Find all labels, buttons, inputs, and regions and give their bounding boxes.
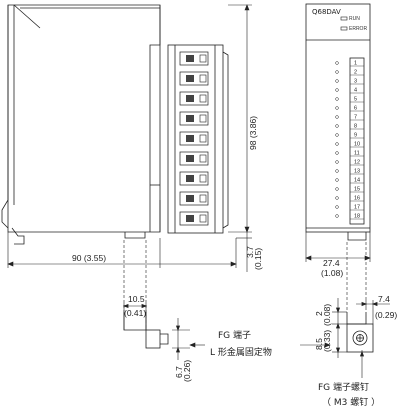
front-terminal: 8 xyxy=(335,124,364,130)
front-terminal: 2 xyxy=(335,70,364,76)
front-terminal: 17 xyxy=(335,205,364,211)
terminal-number: 11 xyxy=(354,151,360,157)
run-led-label: RUN xyxy=(349,16,360,22)
side-height-label: 98 (3.86) xyxy=(248,116,258,150)
terminal-number: 1 xyxy=(354,61,357,67)
model-name: Q68DAV xyxy=(312,8,341,16)
side-width-label: 90 (3.55) xyxy=(72,253,106,263)
front-terminal: 12 xyxy=(335,160,364,166)
terminal-number: 14 xyxy=(354,178,360,184)
fg-bracket-detail xyxy=(122,303,190,360)
bottom-dim-label: 3.7 xyxy=(245,246,255,258)
screw-dim-a-inch-label: (0.08) xyxy=(322,304,332,326)
front-terminal: 1 xyxy=(335,61,364,67)
terminal-number: 17 xyxy=(354,205,360,211)
side-terminal xyxy=(179,151,209,166)
side-terminal xyxy=(179,171,209,186)
terminal-number: 16 xyxy=(354,196,360,202)
front-terminal: 11 xyxy=(335,151,364,157)
side-terminal xyxy=(179,71,209,86)
bottom-dim-inch-label: (0.15) xyxy=(253,248,263,270)
screw-dim-c-inch-label: (0.33) xyxy=(322,330,332,352)
bracket-height-label: 6.7 xyxy=(174,366,184,378)
side-view xyxy=(1,4,229,245)
terminal-number: 4 xyxy=(354,88,357,94)
front-terminal: 9 xyxy=(335,133,364,139)
front-terminal: 18 xyxy=(335,214,364,220)
fg-terminal-label: FG 端子 xyxy=(218,329,251,341)
side-terminal xyxy=(179,91,209,106)
terminal-number: 12 xyxy=(354,160,360,166)
terminal-number: 18 xyxy=(354,214,360,220)
front-width-label: 27.4 xyxy=(323,258,340,268)
terminal-number: 10 xyxy=(354,142,360,148)
l-bracket-label: L 形金属固定物 xyxy=(210,346,272,358)
terminal-number: 13 xyxy=(354,169,360,175)
front-terminal: 5 xyxy=(335,97,364,103)
front-terminal: 3 xyxy=(335,79,364,85)
terminal-number: 6 xyxy=(354,106,357,112)
terminal-number: 5 xyxy=(354,97,357,103)
front-terminal: 4 xyxy=(335,88,364,94)
front-terminal: 14 xyxy=(335,178,364,184)
front-terminal: 13 xyxy=(335,169,364,175)
error-led xyxy=(340,26,348,31)
side-terminal xyxy=(179,191,209,206)
front-terminal: 15 xyxy=(335,187,364,193)
side-terminal xyxy=(179,51,209,66)
run-led xyxy=(340,16,348,21)
side-terminal xyxy=(179,131,209,146)
screw-dim-c-label: 8.5 xyxy=(314,338,324,350)
side-terminal xyxy=(179,211,209,226)
terminal-number: 7 xyxy=(354,115,357,121)
bracket-height-inch-label: (0.26) xyxy=(182,360,192,382)
screw-dim-a-label: 2 xyxy=(314,311,324,316)
side-width-dimension xyxy=(7,232,237,268)
fg-screw-label: FG 端子螺钉 xyxy=(318,381,369,393)
screw-dim-b-inch-label: (0.29) xyxy=(375,310,397,320)
front-terminal: 7 xyxy=(335,115,364,121)
side-view-terminals xyxy=(179,51,209,226)
side-height-dimension xyxy=(228,4,252,272)
screw-dim-b-label: 7.4 xyxy=(378,294,390,304)
bracket-width-inch-label: (0.41) xyxy=(124,308,146,318)
terminal-number: 3 xyxy=(354,79,357,85)
terminal-number: 8 xyxy=(354,124,357,130)
front-view xyxy=(305,3,371,241)
front-terminal: 6 xyxy=(335,106,364,112)
bracket-width-label: 10.5 xyxy=(128,294,145,304)
front-terminal: 10 xyxy=(335,142,364,148)
terminal-number: 9 xyxy=(354,133,357,139)
side-terminal xyxy=(179,111,209,126)
error-led-label: ERROR xyxy=(349,26,367,32)
fg-screw-detail xyxy=(332,298,390,378)
front-terminal: 16 xyxy=(335,196,364,202)
terminal-number: 2 xyxy=(354,70,357,76)
front-width-inch-label: (1.08) xyxy=(321,268,343,278)
fg-label-arrows xyxy=(189,342,331,348)
terminal-number: 15 xyxy=(354,187,360,193)
m3-screw-label: （ M3 螺钉 ） xyxy=(322,397,380,408)
